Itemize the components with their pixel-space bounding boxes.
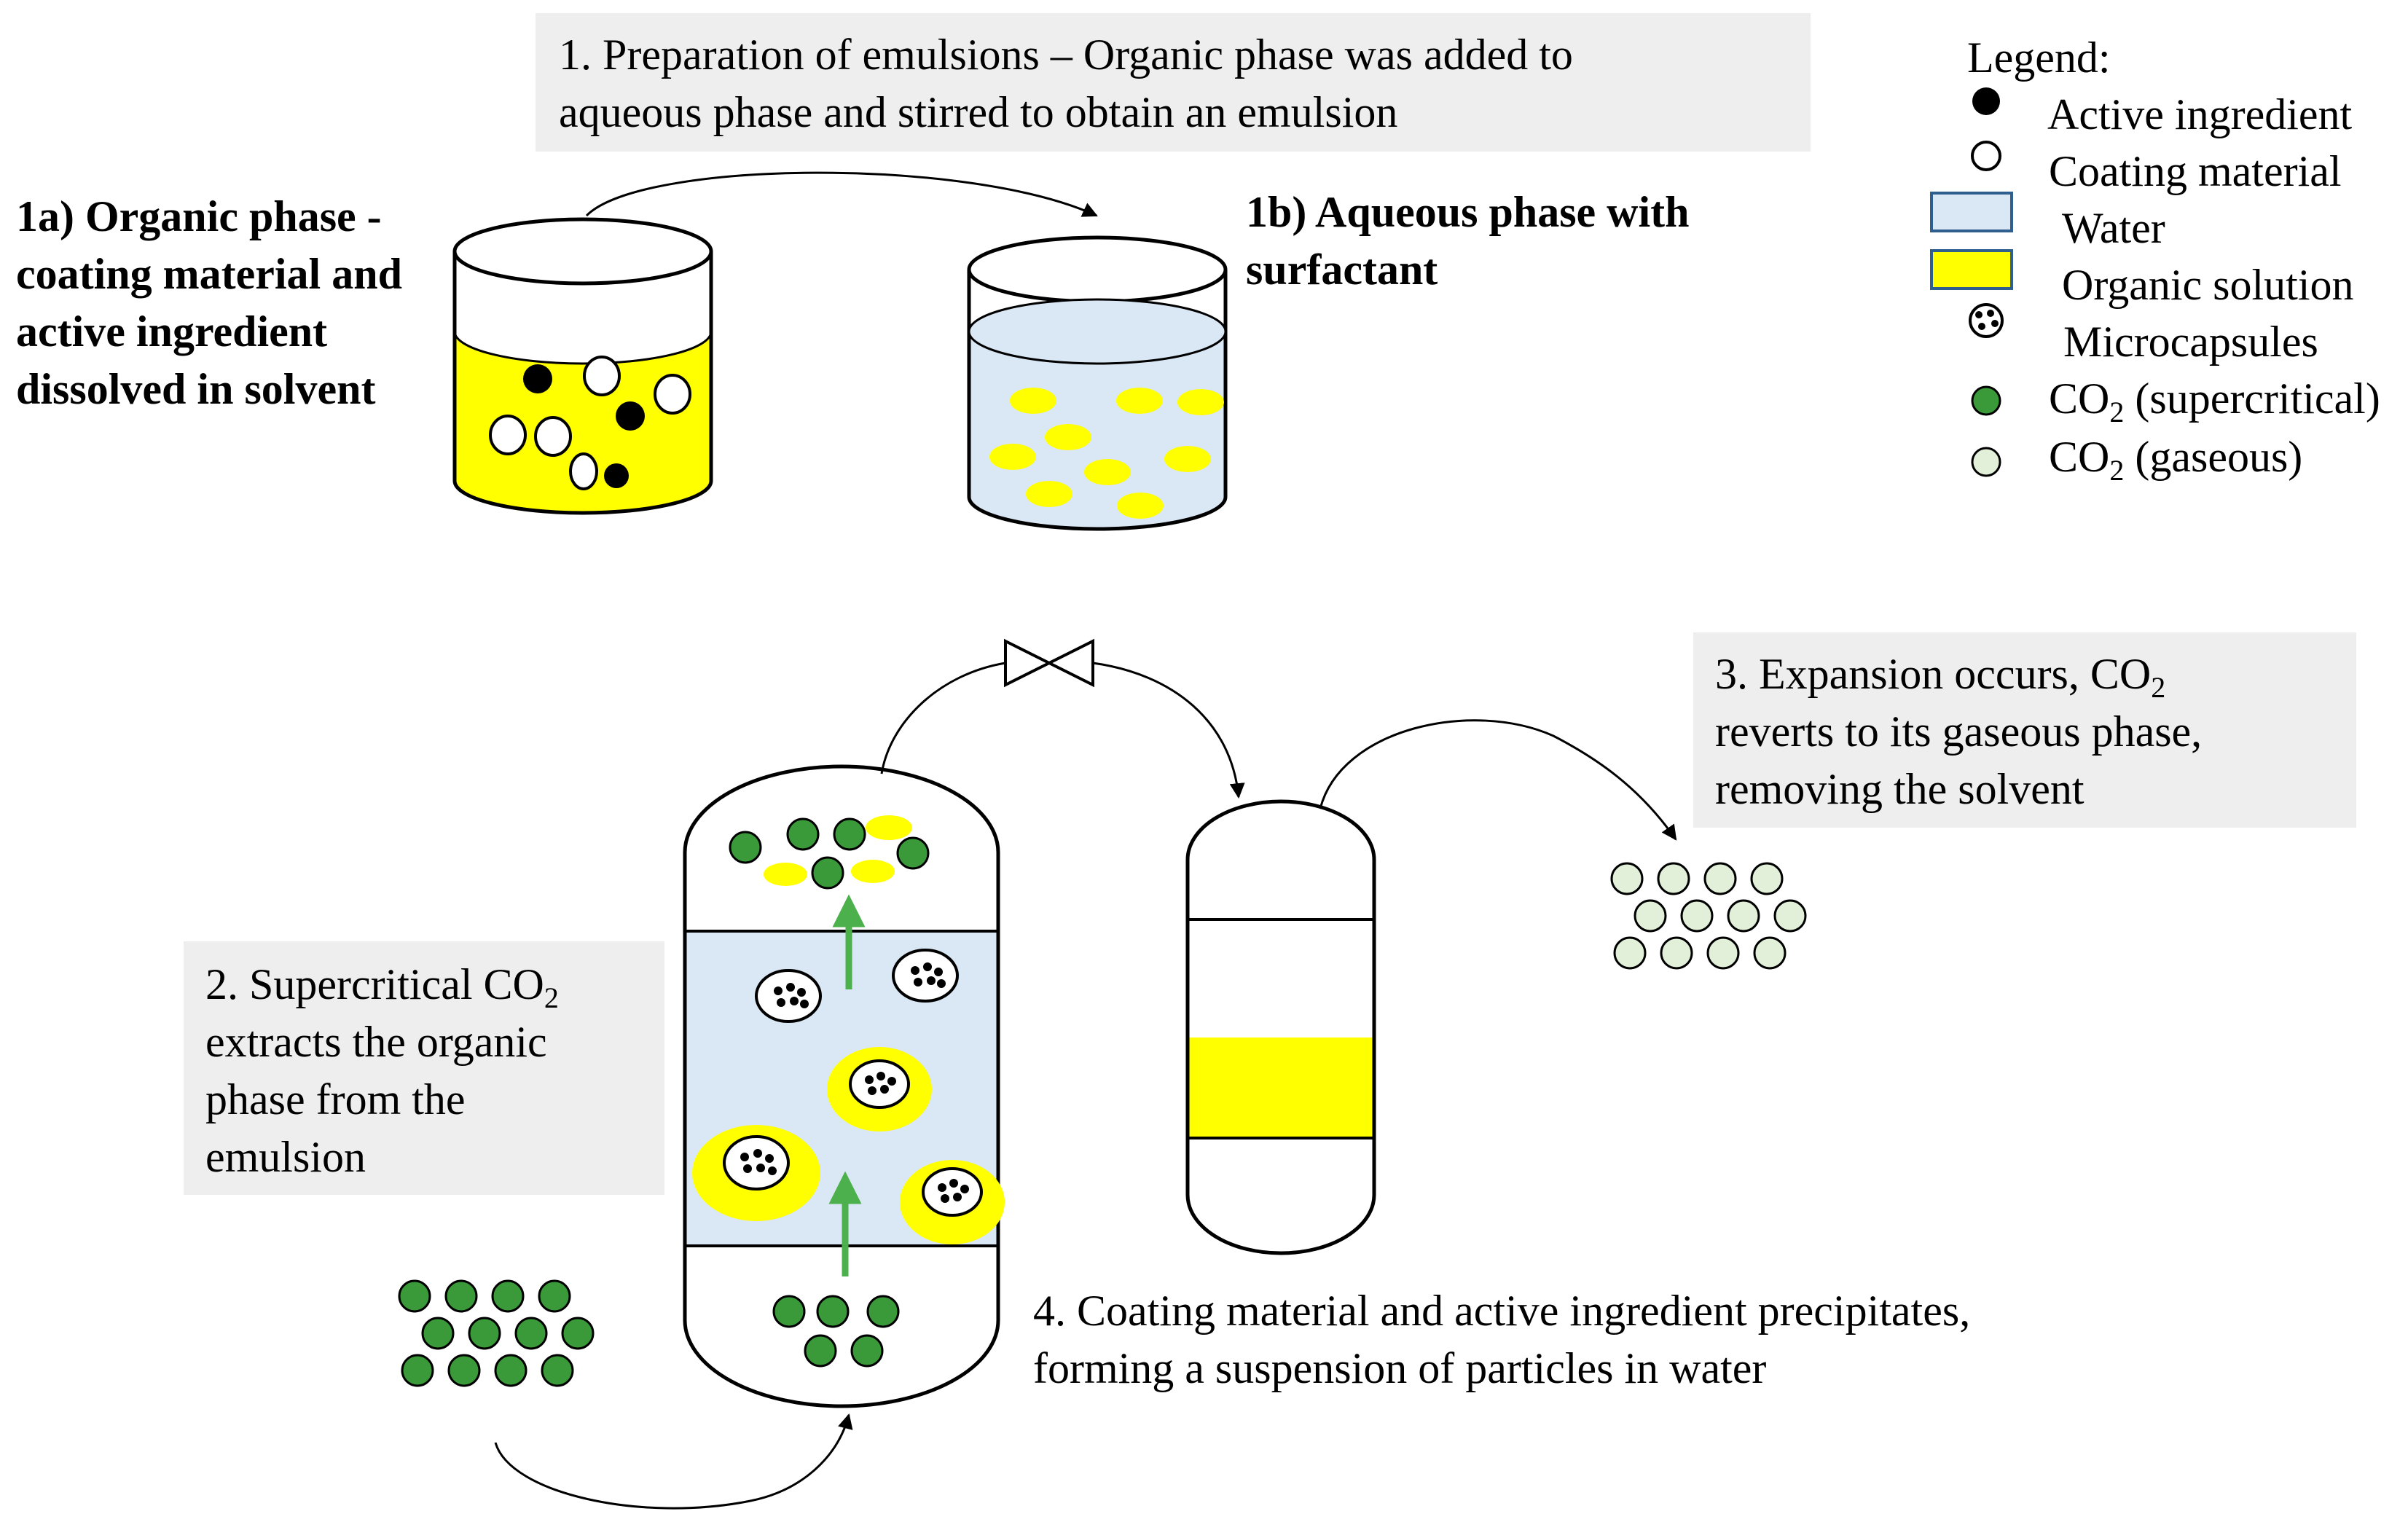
step1a-line: dissolved in solvent [16,365,376,413]
legend-active-icon [1972,87,2000,115]
step4-line: 4. Coating material and active ingredien… [1033,1287,1971,1335]
step1b-text: 1b) Aqueous phase with surfactant [1246,184,1690,299]
organic-droplet [1164,446,1211,472]
step1-box [536,13,1811,152]
legend-symbols [1930,87,2013,477]
legend-label-co2-gaseous: CO2 (gaseous) [2049,433,2303,487]
co2-supercritical-particle [866,1295,900,1328]
microcapsule-coated [900,1160,1005,1244]
arrow-separator-to-gas [1319,719,1677,841]
active-ingredient-dot [616,401,645,431]
organic-droplet [1026,481,1072,507]
valve-icon [1004,638,1094,688]
organic-droplet [989,444,1036,470]
legend-label-active: Active ingredient [2047,90,2353,138]
beaker-aqueous-phase [967,235,1228,531]
co2-supercritical-particle [816,1295,850,1328]
organic-droplet [1045,424,1091,450]
arrow-feed-to-vessel [494,1413,853,1510]
co2-supercritical-particle [786,817,820,851]
arrow-valve-to-separator [1092,662,1245,799]
co2-gaseous-cluster [1610,862,1807,970]
step1a-text: 1a) Organic phase - coating material and… [16,188,402,418]
co2-supercritical-particle [896,836,930,870]
legend-organic-icon [1930,249,2013,290]
step2-text: 2. Supercritical CO2 extracts the organi… [205,956,559,1186]
arrow-1a-to-1b [585,171,1098,217]
step1-line: 1. Preparation of emulsions – Organic ph… [559,31,1573,79]
step1-text: 1. Preparation of emulsions – Organic ph… [559,26,1573,141]
co2-supercritical-particle [729,831,762,864]
step1b-line: surfactant [1246,246,1438,294]
step4-text: 4. Coating material and active ingredien… [1033,1282,1970,1397]
active-ingredient-dot [604,463,629,488]
co2-supercritical-particle [811,856,844,890]
extraction-vessel [683,764,1005,1408]
coating-material-dot [583,356,621,396]
microcapsule-coated [827,1047,932,1131]
coating-material-dot [654,374,691,415]
step2-box [184,941,664,1195]
step3-line: removing the solvent [1715,765,2085,813]
step4-line: forming a suspension of particles in wat… [1033,1344,1767,1392]
step1-line: aqueous phase and stirred to obtain an e… [559,88,1398,136]
step3-line1: 3. Expansion occurs, CO [1715,650,2152,698]
legend-coating-icon [1971,141,2001,171]
organic-droplet [1117,493,1164,519]
legend-label-co2-supercritical: CO2 (supercritical) [2049,374,2380,428]
legend-co2-supercritical-icon [1971,385,2001,416]
legend-water-icon [1930,192,2013,232]
co2-supercritical-particle [833,817,866,851]
step2-line1: 2. Supercritical CO [205,960,544,1008]
microcapsule [892,949,959,1003]
co2-supercritical-particle [804,1334,837,1368]
coating-material-dot [569,452,598,490]
step1a-line: active ingredient [16,307,328,356]
step3-line: reverts to its gaseous phase, [1715,707,2203,756]
co2-supercritical-particle [772,1295,806,1328]
step2-line: emulsion [205,1133,366,1181]
co2-subscript: 2 [544,981,559,1014]
step3-text: 3. Expansion occurs, CO2 reverts to its … [1715,646,2202,818]
step3-box [1693,632,2356,828]
legend-label-water: Water [2062,204,2165,252]
organic-droplet [1084,459,1131,485]
co2-supercritical-particle [850,1334,884,1368]
step2-line: extracts the organic [205,1018,547,1066]
co2-feed-cluster [398,1279,595,1387]
step2-line: phase from the [205,1075,466,1123]
microcapsule [755,969,822,1023]
beaker-organic-phase [452,217,713,515]
separator-vessel [1185,799,1376,1255]
coating-material-dot [489,415,527,455]
pipe-vessel-to-valve [880,662,1006,774]
microcapsule-coated [692,1125,820,1221]
step1b-line: 1b) Aqueous phase with [1246,188,1690,236]
organic-droplet [1010,388,1056,414]
coating-material-dot [534,416,572,457]
step1a-line: 1a) Organic phase - [16,192,382,240]
organic-droplet [1116,388,1163,414]
legend-co2-gaseous-icon [1971,447,2001,477]
legend-label-coating: Coating material [2049,147,2342,195]
active-ingredient-dot [523,364,552,393]
step1a-line: coating material and [16,250,402,298]
organic-droplet [1177,389,1224,415]
legend-microcapsule-icon [1969,303,2004,338]
co2-subscript: 2 [2151,671,2166,704]
legend-label-micro: Microcapsules [2063,318,2318,366]
legend-title: Legend: [1967,34,2111,82]
legend-label-organic: Organic solution [2062,261,2354,309]
